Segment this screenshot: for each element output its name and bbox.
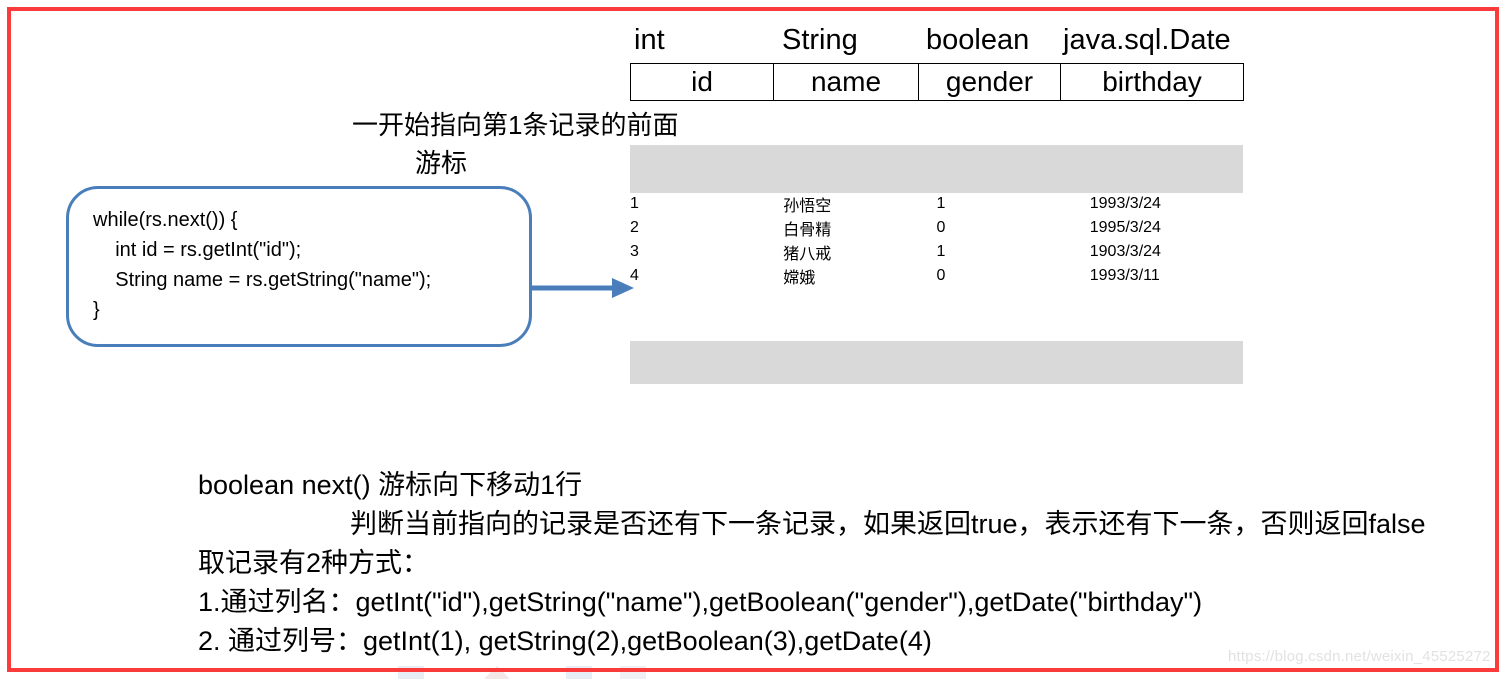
cell-name: 猪八戒 [783, 246, 832, 263]
csdn-logo-icon [398, 666, 646, 679]
column-name-birthday: birthday [1060, 63, 1244, 101]
csdn-watermark: https://blog.csdn.net/weixin_45525272 [1228, 648, 1491, 665]
type-header-java-sql-date: java.sql.Date [1063, 24, 1231, 56]
column-name-id: id [630, 63, 774, 101]
type-header-int: int [634, 24, 665, 56]
cell-birthday: 1995/3/24 [1089, 219, 1161, 236]
column-name-name: name [773, 63, 919, 101]
cell-name: 孙悟空 [783, 198, 832, 215]
cell-gender: 1 [936, 243, 946, 260]
cell-gender: 0 [936, 267, 946, 284]
note-next-method: boolean next() 游标向下移动1行 [198, 470, 583, 500]
note-access-by-column-name: 1.通过列名：getInt("id"),getString("name"),ge… [198, 587, 1203, 617]
explanation-block: boolean next() 游标向下移动1行 判断当前指向的记录是否还有下一条… [198, 466, 1498, 661]
table-row: 4 嫦娥 0 1993/3/11 [630, 264, 1243, 288]
before-first-row-band [630, 145, 1243, 193]
cursor-label: 游标 [415, 148, 468, 178]
cell-gender: 0 [936, 219, 946, 236]
table-row: 1 孙悟空 1 1993/3/24 [630, 192, 1243, 216]
table-row: 3 猪八戒 1 1903/3/24 [630, 240, 1243, 264]
column-name-gender: gender [918, 63, 1061, 101]
type-header-string: String [782, 24, 858, 56]
note-access-methods-title: 取记录有2种方式： [198, 548, 430, 578]
cell-id: 4 [630, 267, 639, 284]
column-name-row: id name gender birthday [630, 63, 1244, 101]
result-set-data-block: 1 孙悟空 1 1993/3/24 2 白骨精 0 1995/3/24 3 猪八… [630, 192, 1243, 288]
java-code-snippet: while(rs.next()) { int id = rs.getInt("i… [93, 209, 432, 321]
cell-gender: 1 [936, 195, 946, 212]
after-last-row-band [630, 341, 1243, 384]
result-set-table: 1 孙悟空 1 1993/3/24 2 白骨精 0 1995/3/24 3 猪八… [630, 192, 1243, 288]
code-callout-box: while(rs.next()) { int id = rs.getInt("i… [66, 186, 532, 347]
cell-name: 嫦娥 [783, 270, 816, 287]
cursor-position-note: 一开始指向第1条记录的前面 [352, 110, 679, 140]
note-next-returns: 判断当前指向的记录是否还有下一条记录，如果返回true，表示还有下一条，否则返回… [350, 509, 1426, 539]
note-access-by-column-index: 2. 通过列号：getInt(1), getString(2),getBoole… [198, 626, 932, 656]
cell-id: 3 [630, 243, 639, 260]
cell-birthday: 1993/3/11 [1089, 267, 1160, 284]
cell-birthday: 1993/3/24 [1089, 195, 1161, 212]
table-row: 2 白骨精 0 1995/3/24 [630, 216, 1243, 240]
cell-id: 1 [630, 195, 639, 212]
cell-birthday: 1903/3/24 [1089, 243, 1161, 260]
cell-id: 2 [630, 219, 639, 236]
cell-name: 白骨精 [783, 222, 832, 239]
column-name-header-table: id name gender birthday [630, 63, 1244, 101]
arrow-icon [530, 278, 634, 298]
type-header-boolean: boolean [926, 24, 1030, 56]
